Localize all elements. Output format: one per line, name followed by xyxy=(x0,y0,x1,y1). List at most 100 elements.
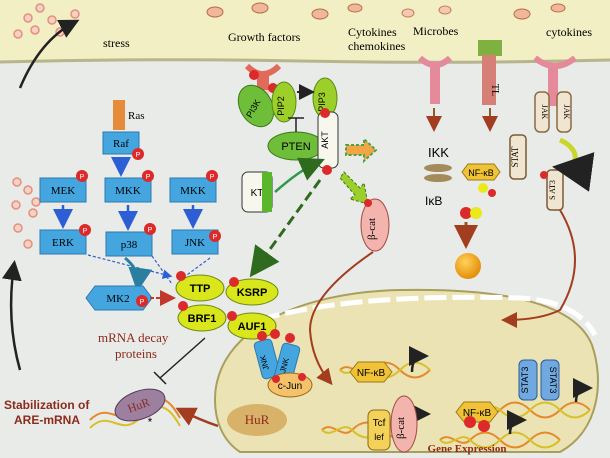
brf1-label: BRF1 xyxy=(188,313,217,325)
jnk-label: JNK xyxy=(185,237,205,249)
nfkb-cyto-label: NF-κB xyxy=(468,168,494,178)
ikb-label: IκB xyxy=(425,194,442,208)
jnk-nuc-label-1: JNK xyxy=(258,354,271,372)
brf1-node xyxy=(177,304,227,332)
plasma-membrane xyxy=(0,58,610,64)
p38-phospho: P xyxy=(148,227,153,234)
beta-cat-nuc-node xyxy=(390,395,418,453)
mkk-box-1 xyxy=(104,177,152,203)
akt-to-ksrp-arrow xyxy=(249,179,322,278)
lef-label: lef xyxy=(374,432,384,442)
erk-to-targets-arrow xyxy=(87,254,173,279)
mkk-box-2 xyxy=(169,177,217,203)
stress-secretion-arrow xyxy=(18,19,80,89)
mkk-label-1: MKK xyxy=(115,185,141,197)
stress-label: stress xyxy=(103,36,130,50)
tl-receptor: TL xyxy=(478,40,502,105)
stabilization-label: Stabilization of xyxy=(4,398,90,412)
nfkb-cyto-node xyxy=(461,163,501,181)
stat3-nuc-box-1 xyxy=(518,359,538,401)
raf-label: Raf xyxy=(113,138,129,150)
erk-phospho: P xyxy=(83,228,88,235)
nfkb-nuc-label-1: NF-κB xyxy=(357,368,386,379)
pip2-label: PIP2 xyxy=(276,96,286,116)
jak-label-2: JAK xyxy=(562,105,571,120)
ttp-node xyxy=(175,274,225,302)
jnk-nuc-label-2: JNK xyxy=(278,356,291,374)
hur-export-arrow xyxy=(175,407,219,428)
mkk2-phospho: P xyxy=(210,174,215,181)
kt-label: KT xyxy=(251,188,264,199)
mk2-box xyxy=(85,285,153,311)
extracellular-region xyxy=(0,0,610,60)
nfkb-nuc-label-2: NF-κB xyxy=(463,408,492,419)
nfkb-nuclear-node-1 xyxy=(349,361,393,383)
chemokines-label: chemokines xyxy=(348,39,406,53)
stat3-label: S AT3 xyxy=(548,180,557,200)
cytokine-receptor xyxy=(417,55,453,104)
mrna-decay-label-2: proteins xyxy=(115,346,157,361)
ras-box xyxy=(113,100,125,130)
p38-label: p38 xyxy=(121,239,138,251)
stat-label: STAT xyxy=(510,146,520,167)
betacat-nuclear-import-arrow xyxy=(308,251,374,386)
ikk-label: IKK xyxy=(428,145,449,160)
stat3-nuc-box-2 xyxy=(540,359,560,401)
pi3k-node xyxy=(237,84,275,128)
hur-cyto-node xyxy=(114,388,166,422)
mek-box xyxy=(39,177,87,203)
pip2-node xyxy=(271,81,297,123)
raf-phospho: P xyxy=(136,152,141,159)
stat3-nuc-label-1: STAT3 xyxy=(520,367,530,394)
raf-box xyxy=(102,131,140,155)
tcf-lef-node xyxy=(367,409,391,451)
jak-label-1: JAK xyxy=(540,105,549,120)
akt-label: AKT xyxy=(320,131,330,149)
ksrp-node xyxy=(225,278,279,306)
beta-cat-nuc-label: β-cat xyxy=(395,417,407,439)
stat-box xyxy=(509,134,527,180)
pten-label: PTEN xyxy=(281,141,310,153)
nfkb-nuclear-node-2 xyxy=(455,401,499,423)
stabilization-up-arrow xyxy=(1,260,22,371)
ras-label: Ras xyxy=(128,110,145,122)
p38-box xyxy=(105,231,153,257)
auf1-label: AUF1 xyxy=(238,321,267,333)
growth-factors-label: Growth factors xyxy=(228,30,301,44)
hur-nuclear-node xyxy=(227,404,287,436)
are-mrna-label: ARE-mRNA xyxy=(14,413,80,427)
mk2-label: MK2 xyxy=(106,293,129,305)
hur-star: * xyxy=(148,415,153,429)
nuclear-envelope xyxy=(230,294,598,337)
proteasome-ball xyxy=(455,253,481,279)
akt-to-ikk-arrow xyxy=(345,136,378,164)
mkk-label-2: MKK xyxy=(180,185,206,197)
mek-phospho: P xyxy=(80,174,85,181)
microbe-particles xyxy=(401,5,452,18)
ligand-particles xyxy=(206,2,566,20)
mek-label: MEK xyxy=(51,185,76,197)
p38-to-mk2-arrow xyxy=(124,256,153,292)
microbes-label: Microbes xyxy=(413,24,459,38)
gene-expression-label: Gene Expression xyxy=(428,443,507,455)
pip3-label: PIP3 xyxy=(317,92,327,112)
erk-box xyxy=(39,229,87,255)
erk-label: ERK xyxy=(52,237,74,249)
ksrp-label: KSRP xyxy=(237,287,268,299)
cytokines-label: Cytokines xyxy=(348,25,397,39)
beta-cat-node xyxy=(360,198,390,252)
mapk-arrows xyxy=(53,157,203,231)
mkk1-phospho: P xyxy=(146,174,151,181)
stat3-nuc-label-2: STAT3 xyxy=(548,367,558,394)
decay-inhibition-line xyxy=(153,337,206,385)
beta-cat-label: β-cat xyxy=(366,218,378,240)
jnk-phospho: P xyxy=(213,234,218,241)
jak-stat-receptor: JAK JAK STAT S AT3 xyxy=(509,55,595,211)
hur-nuc-label: HuR xyxy=(245,412,270,427)
tcf-label: Tcf xyxy=(373,418,386,429)
cytokines-right-label: cytokines xyxy=(546,25,592,39)
akt-to-betacat-arrow xyxy=(339,171,369,205)
tl-label: TL xyxy=(489,84,500,96)
mk2-phospho: P xyxy=(140,299,145,306)
